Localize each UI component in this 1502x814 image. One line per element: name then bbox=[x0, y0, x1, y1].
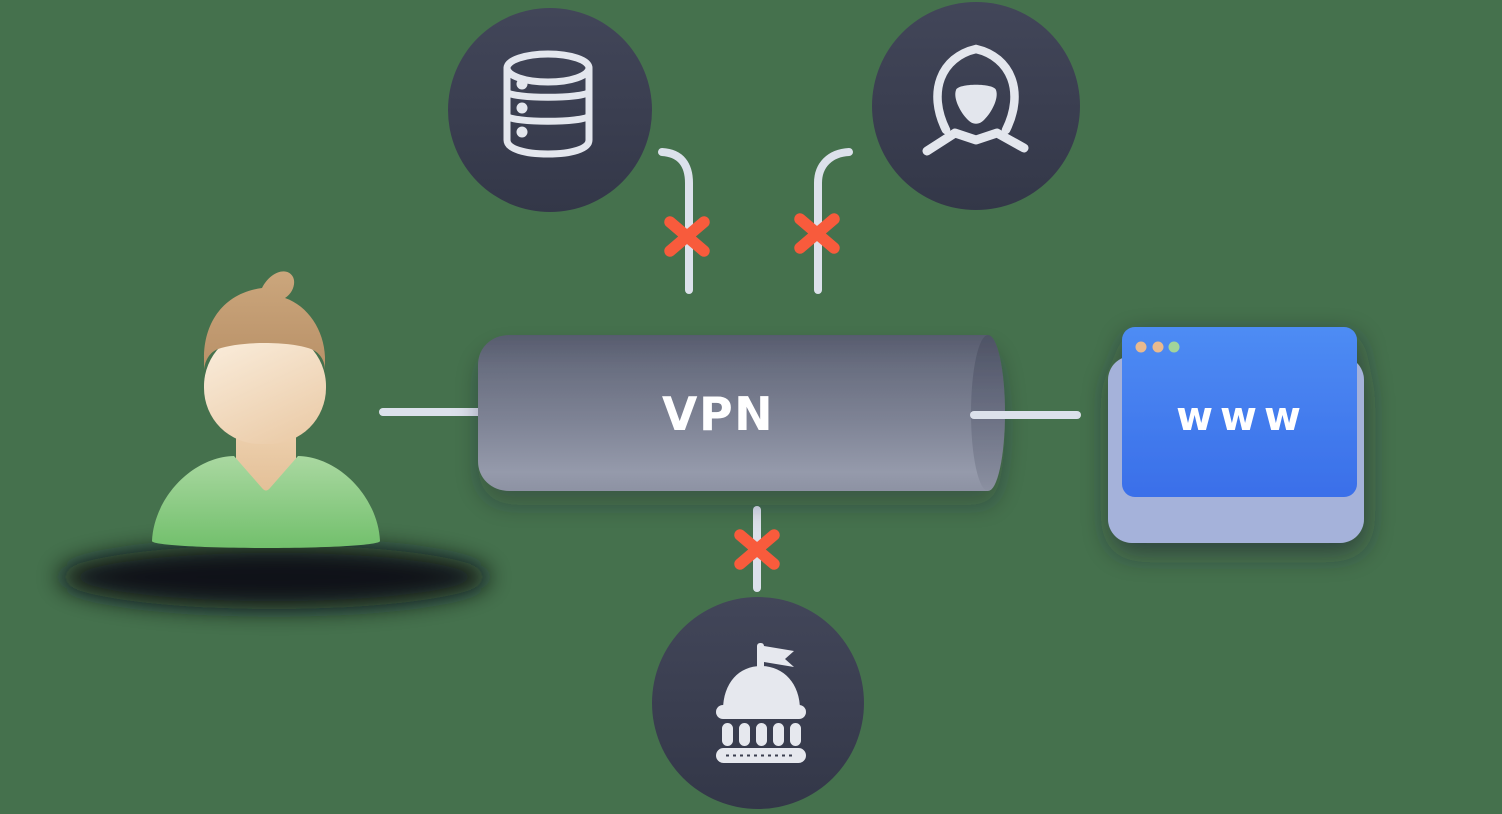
database-threat bbox=[448, 8, 652, 212]
blocked-x-icon bbox=[794, 213, 840, 254]
blocked-x-icon bbox=[664, 216, 710, 257]
user-face bbox=[204, 330, 326, 444]
tunnel-body bbox=[478, 335, 988, 491]
database-icon bbox=[503, 50, 593, 158]
government-threat bbox=[652, 597, 864, 809]
hacker-threat bbox=[872, 2, 1080, 210]
blocked-x-government bbox=[734, 529, 780, 570]
browser-window: www bbox=[1108, 327, 1364, 543]
database-circle bbox=[448, 8, 652, 212]
user-shadow bbox=[59, 545, 489, 609]
user-figure bbox=[59, 271, 489, 609]
browser-dot-icon bbox=[1135, 341, 1147, 353]
blocked-x-icon bbox=[734, 529, 780, 570]
www-label: www bbox=[1176, 394, 1308, 440]
browser-dot-icon bbox=[1168, 341, 1180, 353]
blocked-x-database bbox=[664, 216, 710, 257]
blocked-x-hacker bbox=[794, 213, 840, 254]
connection-line-database bbox=[658, 148, 693, 294]
browser-dot-icon bbox=[1152, 341, 1164, 353]
vpn-label: VPN bbox=[662, 387, 774, 441]
user-torso bbox=[152, 456, 380, 548]
hacker-icon bbox=[922, 44, 1029, 156]
vpn-tunnel: VPN bbox=[478, 335, 1005, 491]
user-hair bbox=[204, 271, 325, 370]
connection-line-hacker bbox=[814, 148, 853, 294]
browser-front-card bbox=[1122, 327, 1357, 497]
government-icon bbox=[716, 643, 806, 763]
